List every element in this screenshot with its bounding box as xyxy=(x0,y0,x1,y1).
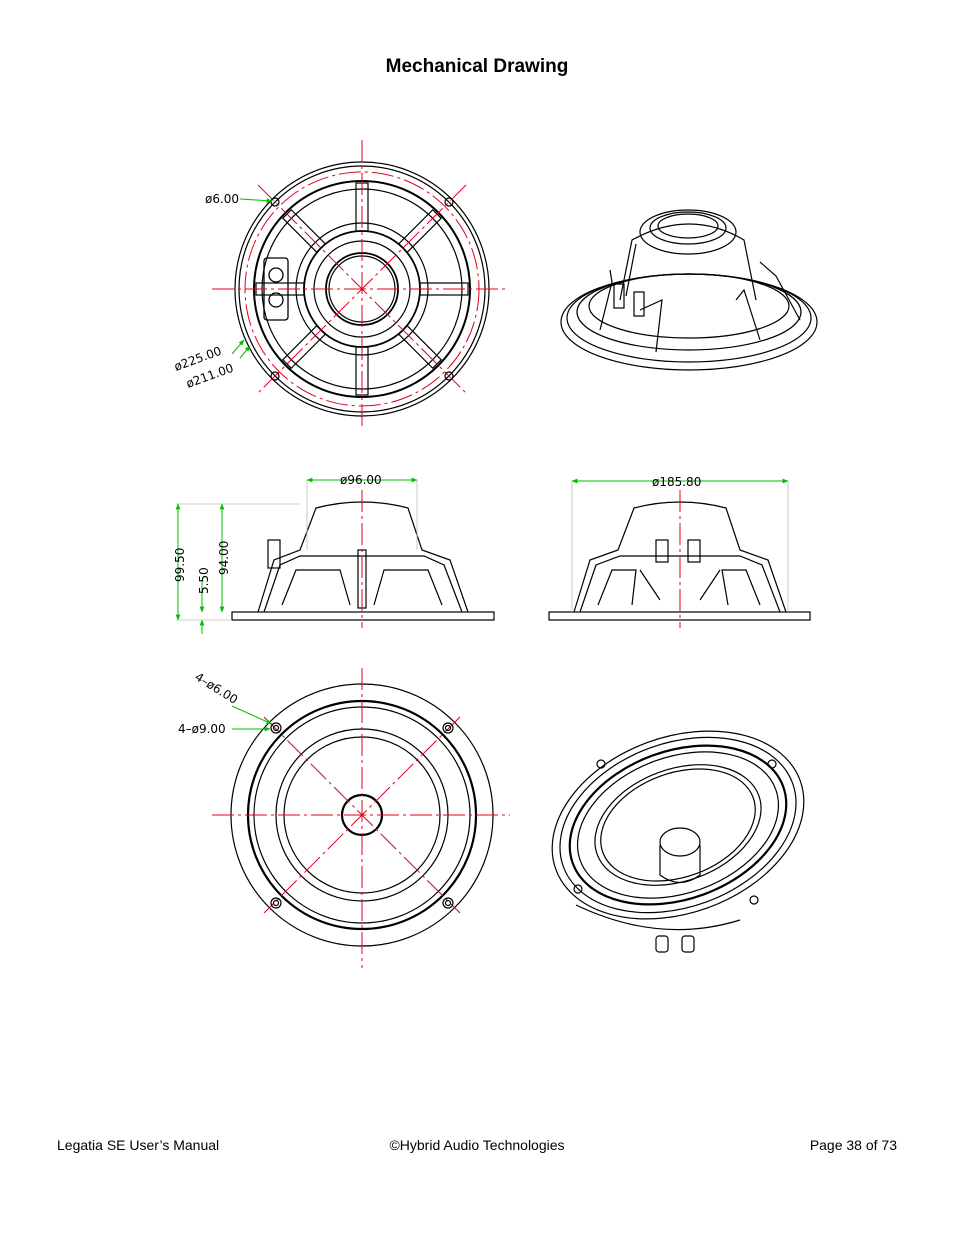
isometric-front-view xyxy=(551,730,805,953)
dim-hole-6: ø6.00 xyxy=(205,192,239,206)
footer-page-number: Page 38 of 73 xyxy=(809,1137,897,1153)
footer-manual-title: Legatia SE User’s Manual xyxy=(57,1137,220,1153)
rear-mounting-holes xyxy=(270,722,454,909)
side-view-left: ø96.00 99.50 94.00 5.50 xyxy=(173,473,495,634)
dim-width-185: ø185.80 xyxy=(652,475,701,489)
dim-height-94: 94.00 xyxy=(217,541,231,575)
dim-holes-4x9: 4–ø9.00 xyxy=(178,722,226,736)
dim-holes-4x6: 4–ø6.00 xyxy=(192,670,240,707)
dim-magnet-96: ø96.00 xyxy=(340,473,382,487)
footer-copyright: ©Hybrid Audio Technologies xyxy=(389,1137,565,1153)
front-view: ø6.00 ø225.00 ø211.00 xyxy=(172,140,508,428)
side-view-right: ø185.80 xyxy=(548,475,811,628)
isometric-back-view xyxy=(560,209,818,371)
rear-view: 4–ø6.00 4–ø9.00 xyxy=(178,668,510,968)
page-title: Mechanical Drawing xyxy=(385,56,569,77)
dim-height-99: 99.50 xyxy=(173,548,187,582)
dim-flange-5: 5.50 xyxy=(197,567,211,594)
